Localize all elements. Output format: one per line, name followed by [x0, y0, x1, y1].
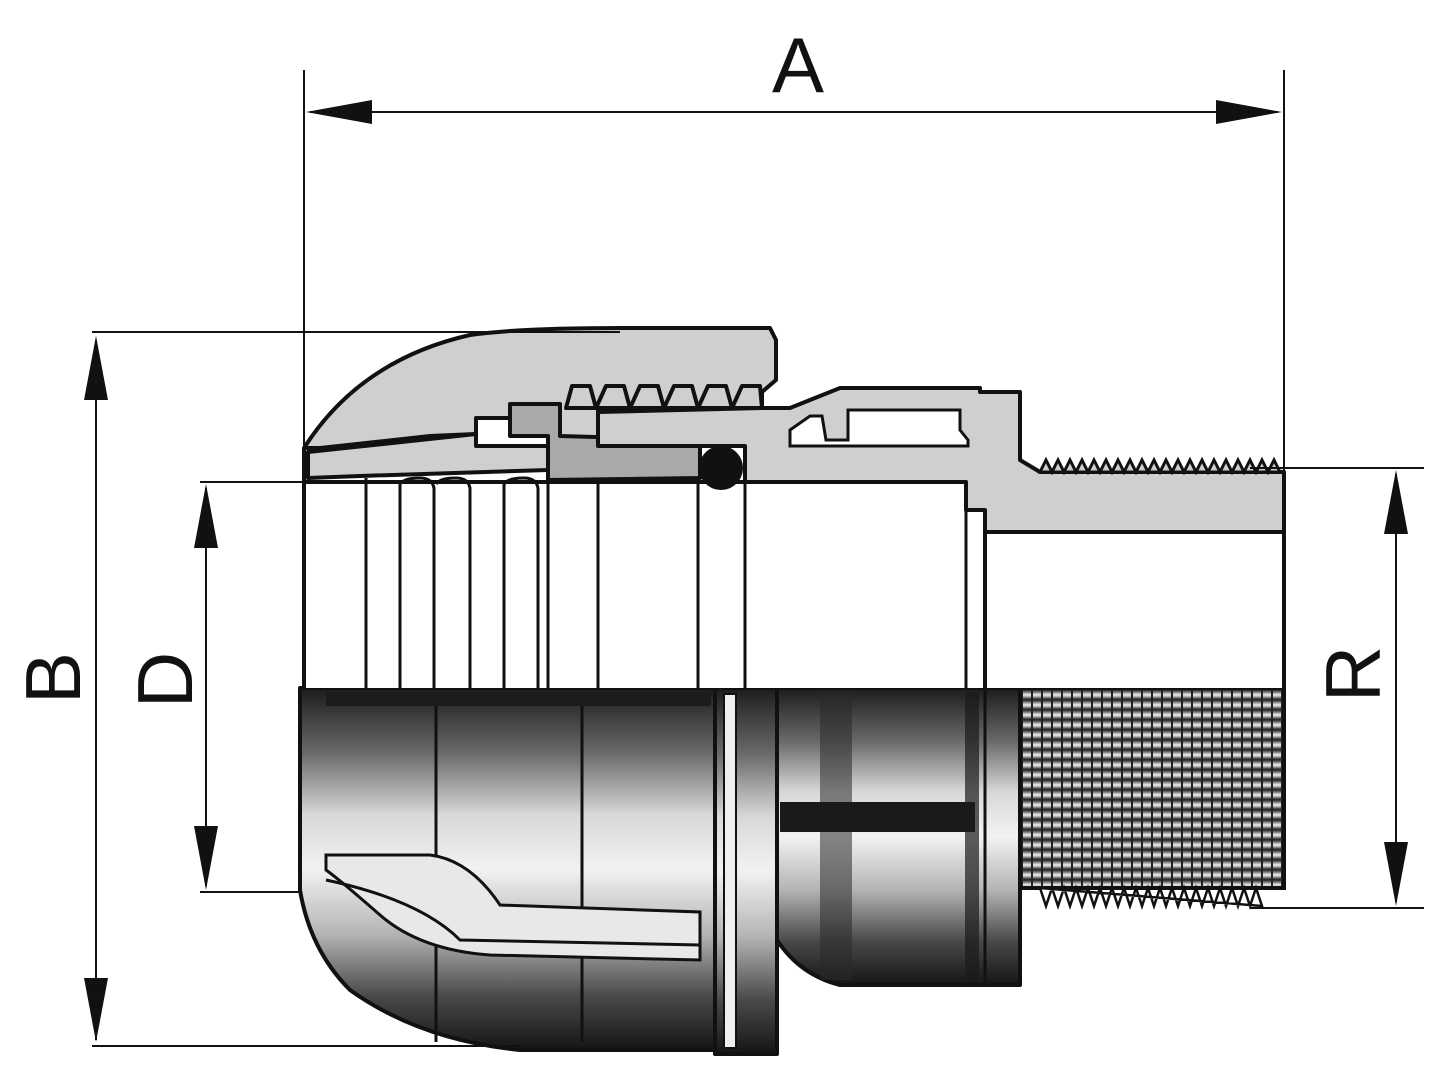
- fitting-section-view: [302, 326, 1286, 890]
- dim-A-arrow-right: [1216, 100, 1282, 124]
- dim-B-label: B: [9, 652, 97, 704]
- nut-thread-teeth: [564, 384, 764, 410]
- dim-D-label: D: [121, 652, 209, 708]
- body-thread-profile: [1037, 456, 1283, 476]
- dim-R-label: R: [1309, 646, 1397, 702]
- nut-top-band: [326, 692, 711, 706]
- dim-A-label: A: [772, 21, 824, 109]
- nut-body: [298, 686, 717, 1052]
- dim-A-arrow-left: [306, 100, 372, 124]
- male-thread-crests: [1038, 884, 1264, 910]
- dim-B-arrow-top: [84, 336, 108, 400]
- collet-fingers: [364, 476, 540, 688]
- nut-grip-swoosh: [324, 853, 702, 962]
- fitting-external-view: [298, 686, 1286, 1056]
- body-rib-1: [820, 692, 852, 980]
- nut-grip-groove: [325, 878, 701, 947]
- dim-D-arrow-top: [194, 484, 218, 548]
- body-cross-bar: [780, 802, 975, 832]
- dimension-lines: [84, 70, 1424, 1047]
- dim-D-arrow-bottom: [194, 826, 218, 890]
- body-pocket: [788, 408, 970, 448]
- o-ring: [699, 446, 743, 490]
- nut-flange-face: [723, 693, 737, 1049]
- body-rib-2: [965, 692, 979, 982]
- dim-R-arrow-bottom: [1384, 842, 1408, 906]
- male-thread: [1018, 686, 1286, 890]
- dim-R-arrow-top: [1384, 470, 1408, 534]
- dim-B-arrow-bottom: [84, 978, 108, 1042]
